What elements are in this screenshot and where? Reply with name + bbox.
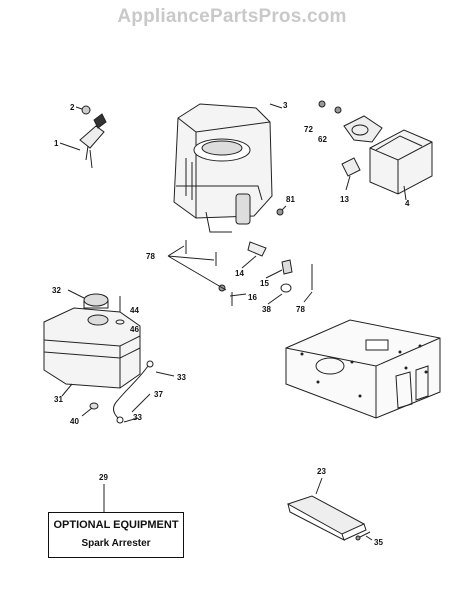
callout-labels: 2 1 3 72 62 4 13 81 78 14 15 16 38 78 32… — [52, 101, 410, 547]
watermark: AppliancePartsPros.com — [117, 6, 347, 27]
callout-35: 35 — [374, 538, 383, 547]
engine — [173, 103, 283, 233]
frame-plate — [285, 319, 441, 419]
callout-78a: 78 — [146, 252, 155, 261]
callout-29: 29 — [99, 473, 108, 482]
fuel-tank — [43, 289, 141, 397]
fuel-line — [81, 360, 175, 424]
callout-2: 2 — [70, 103, 75, 112]
callout-78b: 78 — [296, 305, 305, 314]
engine-hardware — [167, 205, 313, 306]
callout-44: 44 — [130, 306, 139, 315]
spark-arrester-shield — [286, 477, 373, 542]
callout-38: 38 — [262, 305, 271, 314]
spark-arrester-label: Spark Arrester — [81, 538, 151, 549]
callout-15: 15 — [260, 279, 269, 288]
optional-equipment-box: OPTIONAL EQUIPMENT Spark Arrester — [48, 512, 184, 558]
callout-46: 46 — [130, 325, 139, 334]
callout-62: 62 — [318, 135, 327, 144]
callout-23: 23 — [317, 467, 326, 476]
callout-14: 14 — [235, 269, 244, 278]
callout-37: 37 — [154, 390, 163, 399]
muffler — [318, 100, 433, 201]
callout-16: 16 — [248, 293, 257, 302]
callout-40: 40 — [70, 417, 79, 426]
callout-81: 81 — [286, 195, 295, 204]
callout-33b: 33 — [133, 413, 142, 422]
callout-13: 13 — [340, 195, 349, 204]
callout-1: 1 — [54, 139, 59, 148]
throttle-control — [59, 105, 107, 169]
callout-3: 3 — [283, 101, 288, 110]
callout-4: 4 — [405, 199, 410, 208]
callout-33a: 33 — [177, 373, 186, 382]
callout-72: 72 — [304, 125, 313, 134]
callout-31: 31 — [54, 395, 63, 404]
optional-equipment-title: OPTIONAL EQUIPMENT — [53, 519, 179, 531]
callout-32: 32 — [52, 286, 61, 295]
